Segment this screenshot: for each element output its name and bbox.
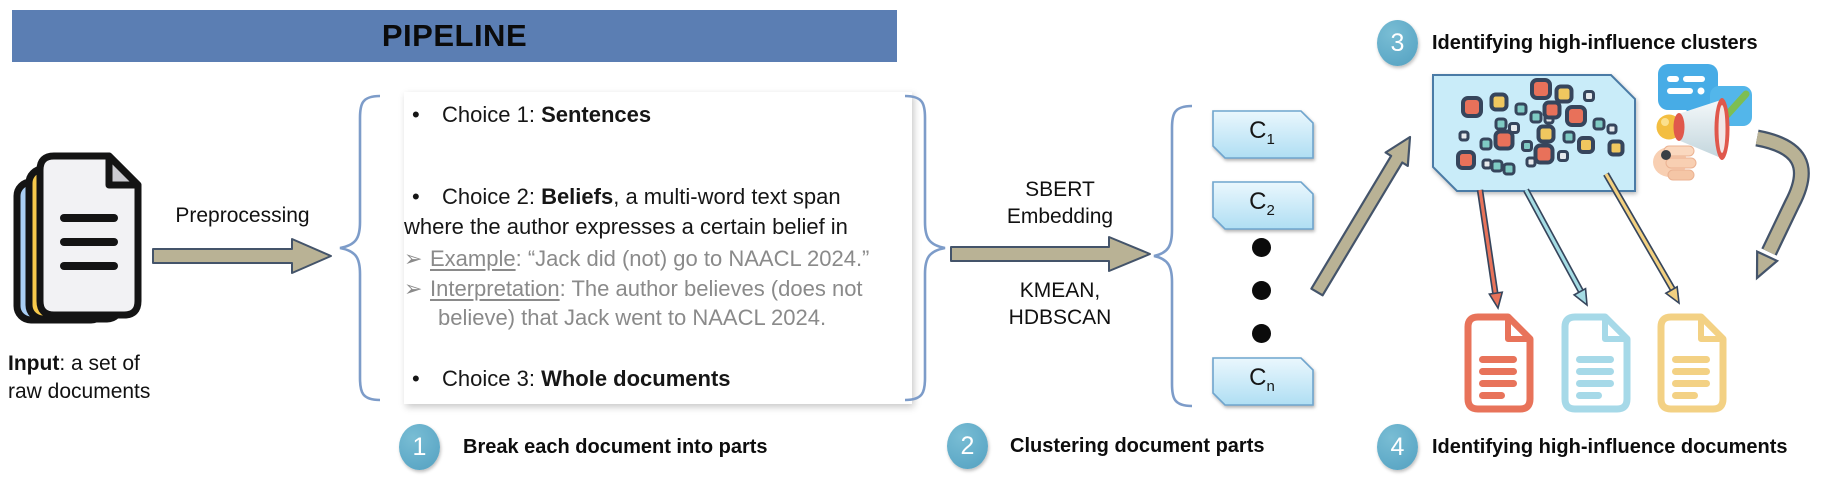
input-caption-rest: : a set of bbox=[59, 352, 140, 375]
step-1-badge: 1 bbox=[399, 424, 440, 470]
embedding-label: SBERT Embedding bbox=[975, 176, 1145, 230]
example-label: Example bbox=[430, 246, 516, 271]
clustering-line2: HDBSCAN bbox=[1008, 306, 1112, 329]
bullet-icon: • bbox=[412, 184, 420, 209]
arrow-bullet-icon: ➢ bbox=[404, 246, 423, 271]
cluster-box-cn: Cn bbox=[1212, 357, 1314, 406]
red-arrow-icon bbox=[1476, 189, 1504, 310]
preprocessing-arrow-icon bbox=[152, 238, 332, 274]
interpretation-label: Interpretation bbox=[430, 276, 560, 301]
choice-1: • Choice 1: Sentences bbox=[404, 100, 906, 130]
step-4: 4 bbox=[1377, 424, 1418, 470]
cluster-box-c2: C2 bbox=[1212, 181, 1314, 230]
input-caption: Input: a set of raw documents bbox=[8, 350, 150, 406]
embedding-line2: Embedding bbox=[1006, 205, 1114, 228]
step-1-label: Break each document into parts bbox=[463, 436, 768, 458]
choice-2-bold: Beliefs bbox=[541, 184, 614, 209]
cluster-box-c1: C1 bbox=[1212, 110, 1314, 159]
choice-1-prefix: Choice 1: bbox=[442, 102, 542, 127]
pipeline-title: PIPELINE bbox=[381, 18, 528, 53]
example-text: : “Jack did (not) go to NAACL 2024.” bbox=[515, 246, 870, 271]
clustering-line1: KMEAN, bbox=[1019, 279, 1101, 302]
cluster-box-label: C1 bbox=[1249, 117, 1275, 148]
choice-2-rest: , a multi-word text span where the autho… bbox=[404, 184, 848, 239]
interpretation-item: ➢ Interpretation: The author believes (do… bbox=[404, 274, 942, 332]
diagonal-arrow-icon bbox=[1310, 135, 1412, 297]
yellow-document-icon bbox=[1657, 313, 1727, 413]
high-influence-clusters-illustration bbox=[1432, 74, 1636, 192]
arrow-bullet-icon: ➢ bbox=[404, 276, 423, 301]
yellow-arrow-icon bbox=[1603, 172, 1681, 305]
input-caption-bold: Input bbox=[8, 352, 60, 375]
document-stack-icon bbox=[13, 152, 142, 324]
embedding-line1: SBERT bbox=[1025, 178, 1095, 201]
choice-2: • Choice 2: Beliefs, a multi-word text sp… bbox=[404, 182, 906, 242]
cluster-box-label: Cn bbox=[1249, 364, 1275, 395]
step-3: 3 bbox=[1377, 20, 1418, 66]
clusters-brace bbox=[1153, 104, 1193, 408]
megaphone-icon bbox=[1653, 64, 1752, 181]
choice-3: • Choice 3: Whole documents bbox=[404, 364, 906, 394]
bullet-icon: • bbox=[412, 102, 420, 127]
input-caption-line2: raw documents bbox=[8, 380, 151, 403]
choice-3-bold: Whole documents bbox=[541, 366, 731, 391]
interpretation-text: : The author believes (does not believe)… bbox=[438, 276, 863, 330]
embedding-arrow-icon bbox=[950, 236, 1151, 272]
pipeline-banner: PIPELINE bbox=[12, 10, 897, 62]
step-4-label: Identifying high-influence documents bbox=[1432, 436, 1788, 458]
ellipsis-dots bbox=[1252, 238, 1271, 343]
step-2-badge: 2 bbox=[947, 423, 988, 469]
red-document-icon bbox=[1464, 313, 1534, 413]
blue-document-icon bbox=[1561, 313, 1631, 413]
preprocessing-label: Preprocessing bbox=[175, 204, 310, 227]
right-brace bbox=[904, 94, 946, 402]
example-item: ➢ Example: “Jack did (not) go to NAACL 20… bbox=[404, 244, 942, 273]
clustering-label: KMEAN, HDBSCAN bbox=[975, 277, 1145, 331]
step-3-badge: 3 bbox=[1377, 20, 1418, 66]
choice-3-prefix: Choice 3: bbox=[442, 366, 542, 391]
left-brace bbox=[339, 94, 381, 402]
choices-panel: • Choice 1: Sentences • Choice 2: Beliefs,… bbox=[404, 92, 912, 404]
teal-arrow-icon bbox=[1523, 188, 1588, 307]
step-4-badge: 4 bbox=[1377, 424, 1418, 470]
step-2-label: Clustering document parts bbox=[1010, 435, 1265, 457]
step-1: 1 bbox=[399, 424, 440, 470]
bullet-icon: • bbox=[412, 366, 420, 391]
choice-1-bold: Sentences bbox=[541, 102, 652, 127]
cluster-box-label: C2 bbox=[1249, 188, 1275, 219]
choice-2-prefix: Choice 2: bbox=[442, 184, 542, 209]
step-3-label: Identifying high-influence clusters bbox=[1432, 32, 1758, 54]
step-2: 2 bbox=[947, 423, 988, 469]
